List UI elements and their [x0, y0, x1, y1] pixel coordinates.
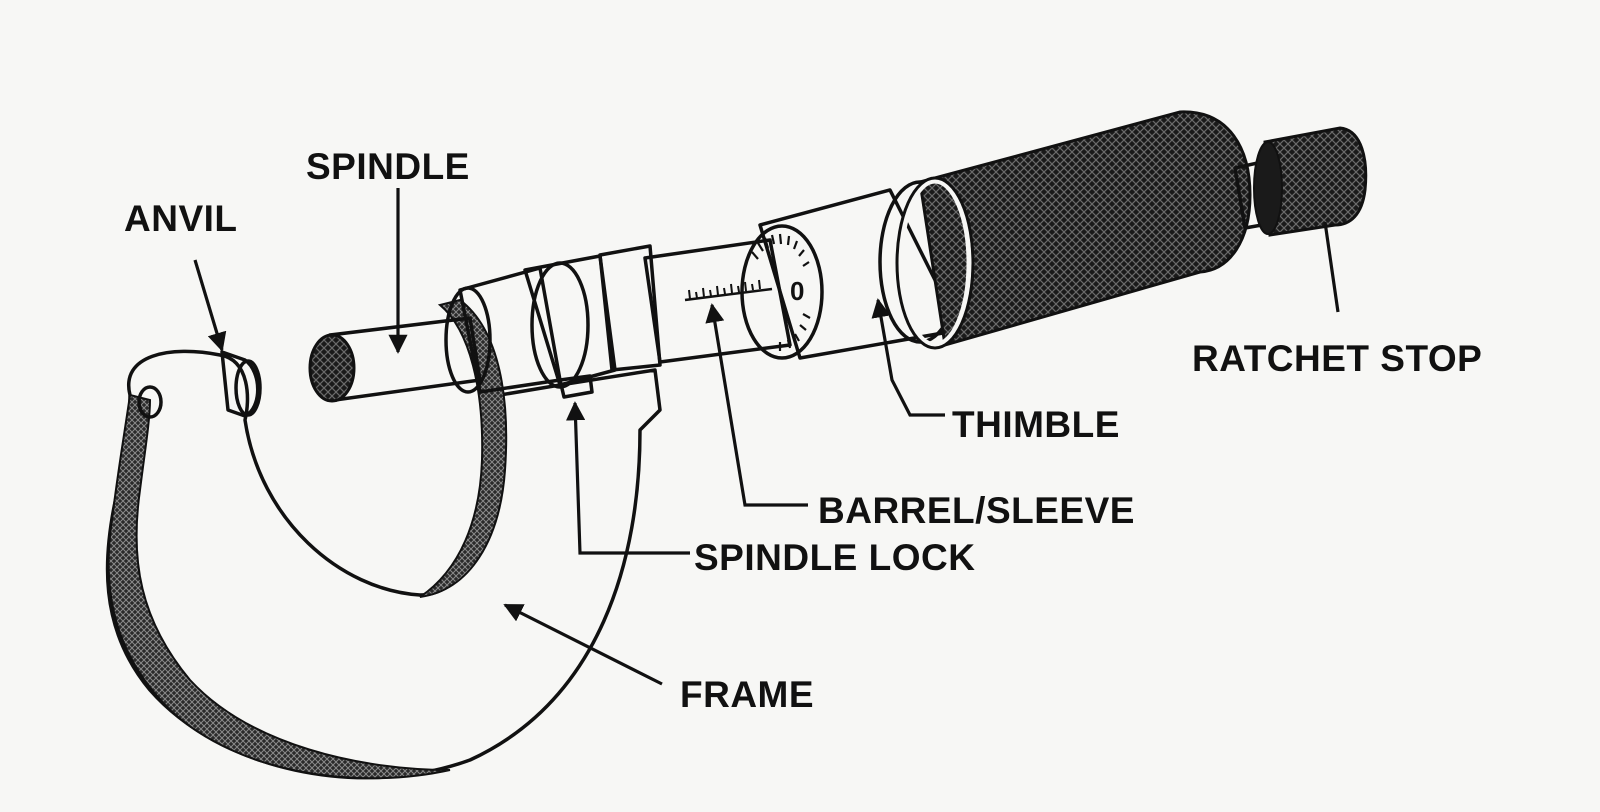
knurled-grip: [895, 110, 1252, 350]
label-thimble: THIMBLE: [952, 404, 1120, 445]
ratchet-stop: [1233, 126, 1368, 237]
label-frame: FRAME: [680, 674, 815, 715]
label-barrel-sleeve: BARREL/SLEEVE: [818, 490, 1135, 531]
label-spindle: SPINDLE: [306, 146, 470, 187]
label-ratchet-stop: RATCHET STOP: [1192, 338, 1483, 379]
anvil: [220, 350, 262, 418]
thimble-zero-mark: 0: [790, 276, 804, 306]
label-anvil: ANVIL: [124, 198, 238, 239]
label-spindle-lock: SPINDLE LOCK: [694, 537, 976, 578]
leader-lines: [193, 188, 1340, 686]
spindle: [308, 316, 482, 403]
